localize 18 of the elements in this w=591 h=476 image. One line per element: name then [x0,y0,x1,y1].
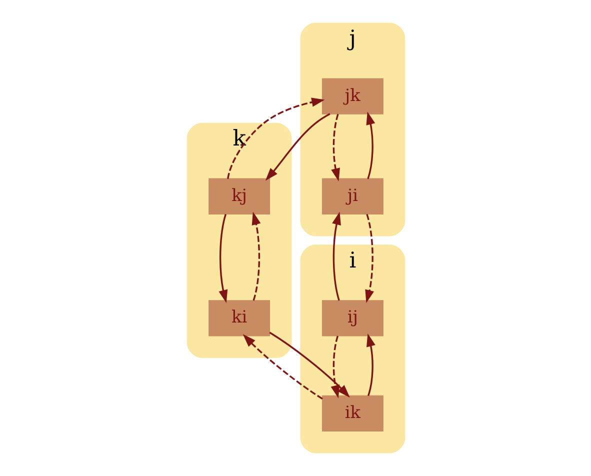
arrow [366,112,375,180]
arrow [330,336,340,398]
node-box: ki [208,300,270,336]
arrow [251,212,260,301]
arrow [364,214,374,303]
arrow [226,98,324,180]
arrow [268,332,350,398]
arrow [242,334,322,400]
arrow [264,113,330,181]
node-box: ik [321,395,383,432]
arrow [218,214,228,303]
node-box: ji [321,178,383,214]
arrow [366,334,375,396]
node-box: kj [208,178,270,214]
node-box: ij [321,300,383,336]
node-box: jk [321,78,383,114]
arrow [332,212,340,301]
arrow [330,114,340,182]
